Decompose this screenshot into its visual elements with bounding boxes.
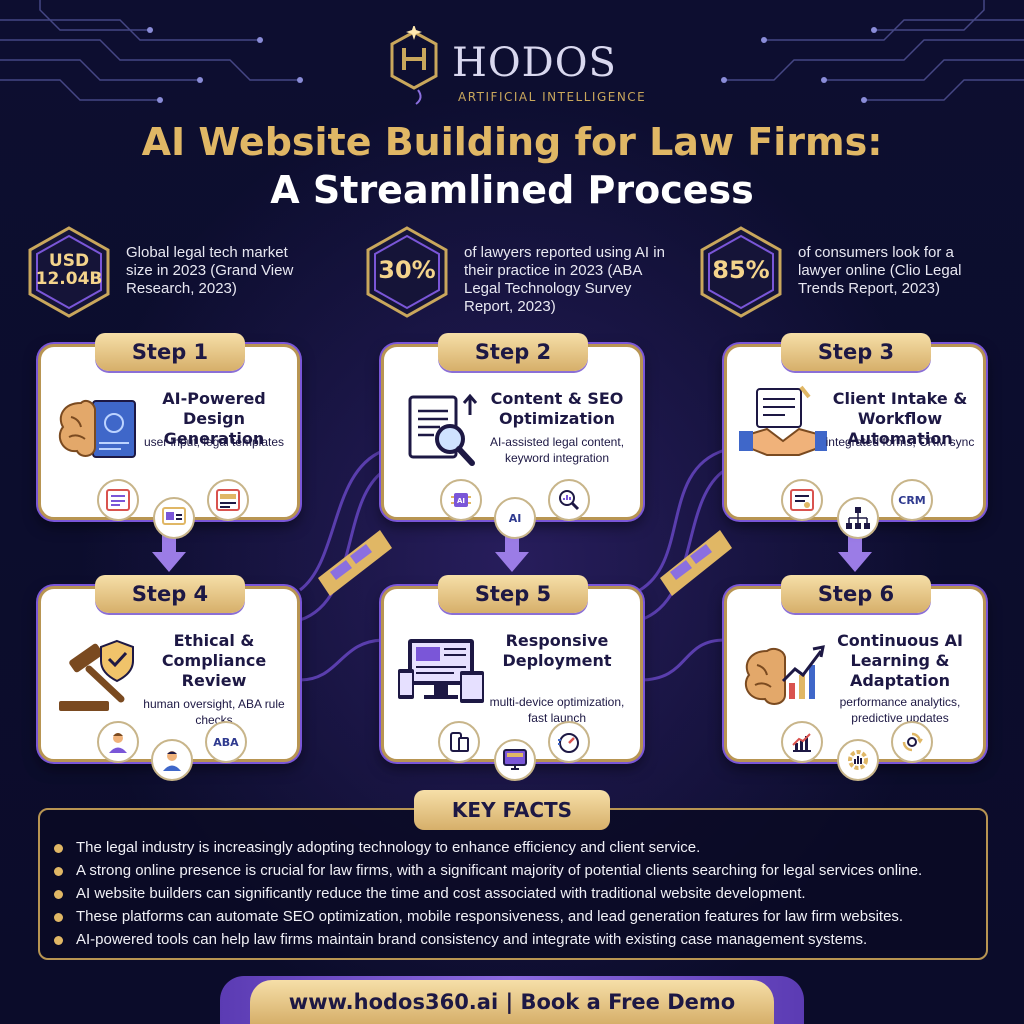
key-facts-panel: [38, 808, 988, 960]
stat-description: of consumers look for a lawyer online (C…: [798, 244, 962, 297]
aba-logo-icon: ABA: [205, 721, 247, 763]
layout-editor-icon: [153, 497, 195, 539]
step-label: Step 1: [95, 333, 245, 371]
key-fact-item: A strong online presence is crucial for …: [54, 861, 994, 880]
stat-value: USD 12.04B: [35, 251, 103, 289]
speed-gauge-icon: [548, 721, 590, 763]
step-card-5: Step 5 Responsive Deployment multi-devic…: [381, 575, 643, 781]
workflow-diagram-icon: [837, 497, 879, 539]
step-mini-icons: AI AI: [384, 479, 640, 539]
key-facts-list: The legal industry is increasingly adopt…: [54, 838, 994, 953]
key-fact-item: AI website builders can significantly re…: [54, 884, 994, 903]
step-label: Step 6: [781, 575, 931, 613]
step-title: Content & SEO Optimization: [490, 389, 624, 428]
handshake-checklist-icon: [739, 385, 827, 456]
key-fact-item: The legal industry is increasingly adopt…: [54, 838, 994, 857]
stat-consumers-online: 85% of consumers look for a lawyer onlin…: [694, 224, 994, 320]
aba-label: ABA: [213, 735, 239, 749]
document-search-icon: [408, 393, 478, 466]
step-mini-icons: CRM: [727, 479, 983, 539]
hodos-emblem-icon: [390, 26, 438, 105]
page-title-line-2: A Streamlined Process: [270, 168, 754, 212]
analytics-gear-icon: [837, 739, 879, 781]
brain-blueprint-icon: [58, 400, 136, 458]
step-mini-icons: [384, 721, 640, 781]
step-card-1: Step 1 AI-Powered Design Generation user…: [38, 333, 300, 539]
stat-lawyers-ai: 30% of lawyers reported using AI in thei…: [360, 224, 680, 320]
svg-text:AI: AI: [457, 497, 465, 505]
footer-cta[interactable]: www.hodos360.ai | Book a Free Demo: [250, 980, 774, 1024]
multi-device-icon: [398, 639, 484, 703]
brand-name: HODOS: [452, 40, 617, 86]
stat-description: Global legal tech market size in 2023 (G…: [126, 244, 294, 297]
reviewer-avatar-icon: [97, 721, 139, 763]
form-template-icon: [97, 479, 139, 521]
step-subtitle: integrated forms, CRM sync: [825, 435, 975, 449]
mobile-tablet-icon: [438, 721, 480, 763]
ai-search-icon: AI: [494, 497, 536, 539]
step-label: Step 5: [438, 575, 588, 613]
arrow-down-icon: [838, 534, 872, 572]
hodos-logo: HODOS ARTIFICIAL INTELLIGENCE: [380, 18, 650, 105]
step-subtitle: multi-device optimization, fast launch: [489, 695, 625, 725]
step-mini-icons: [41, 479, 297, 539]
update-cycle-gear-icon: [891, 721, 933, 763]
brain-growth-chart-icon: [744, 645, 825, 705]
stat-description: of lawyers reported using AI in their pr…: [464, 244, 665, 315]
brand-tagline: ARTIFICIAL INTELLIGENCE: [458, 90, 647, 104]
intake-form-icon: [781, 479, 823, 521]
lawyer-avatar-icon: [151, 739, 193, 781]
step-label: Step 4: [95, 575, 245, 613]
step-card-4: Step 4 Ethical & Compliance Review human…: [38, 575, 300, 781]
step-title: AI-Powered Design Generation: [162, 389, 266, 448]
stat-market-size: USD 12.04B Global legal tech market size…: [22, 224, 322, 320]
crm-icon: CRM: [891, 479, 933, 521]
ai-search-label: AI: [508, 511, 522, 525]
circuit-decoration-right: [721, 0, 1024, 103]
gavel-shield-icon: [59, 639, 134, 711]
hexagon-badge-icon: [700, 226, 782, 318]
page-title-line-1: AI Website Building for Law Firms:: [141, 120, 883, 164]
hexagon-badge-icon: [366, 226, 448, 318]
step-title: Responsive Deployment: [502, 631, 612, 670]
analytics-search-icon: [548, 479, 590, 521]
ai-chip-icon: AI: [440, 479, 482, 521]
desktop-monitor-icon: [494, 739, 536, 781]
arrow-down-icon: [495, 534, 529, 572]
webpage-template-icon: [207, 479, 249, 521]
step-mini-icons: ABA: [41, 721, 297, 781]
stat-value: 85%: [712, 256, 770, 285]
key-fact-item: AI-powered tools can help law firms main…: [54, 930, 994, 949]
step-title: Ethical & Compliance Review: [161, 631, 267, 690]
step-card-3: Step 3 Client Intake & Workflow Automati…: [724, 333, 986, 539]
key-fact-item: These platforms can automate SEO optimiz…: [54, 907, 994, 926]
hexagon-badge-icon: [28, 226, 110, 318]
step-subtitle: user input, legal templates: [143, 435, 285, 449]
arrow-down-icon: [152, 534, 186, 572]
step-label: Step 2: [438, 333, 588, 371]
step-subtitle: performance analytics, predictive update…: [839, 695, 961, 725]
step-card-2: Step 2 Content & SEO Optimization AI-ass…: [381, 333, 643, 539]
step-label: Step 3: [781, 333, 931, 371]
key-facts-heading: KEY FACTS: [414, 790, 610, 830]
crm-label: CRM: [898, 493, 926, 507]
stat-value: 30%: [378, 256, 436, 285]
step-title: Client Intake & Workflow Automation: [832, 389, 968, 448]
growth-chart-icon: [781, 721, 823, 763]
step-subtitle: AI-assisted legal content, keyword integ…: [489, 435, 625, 465]
step-mini-icons: [727, 721, 983, 781]
step-title: Continuous AI Learning & Adaptation: [837, 631, 963, 690]
step-card-6: Step 6 Continuous AI Learning & Adaptati…: [724, 575, 986, 781]
circuit-decoration-left: [0, 0, 303, 103]
